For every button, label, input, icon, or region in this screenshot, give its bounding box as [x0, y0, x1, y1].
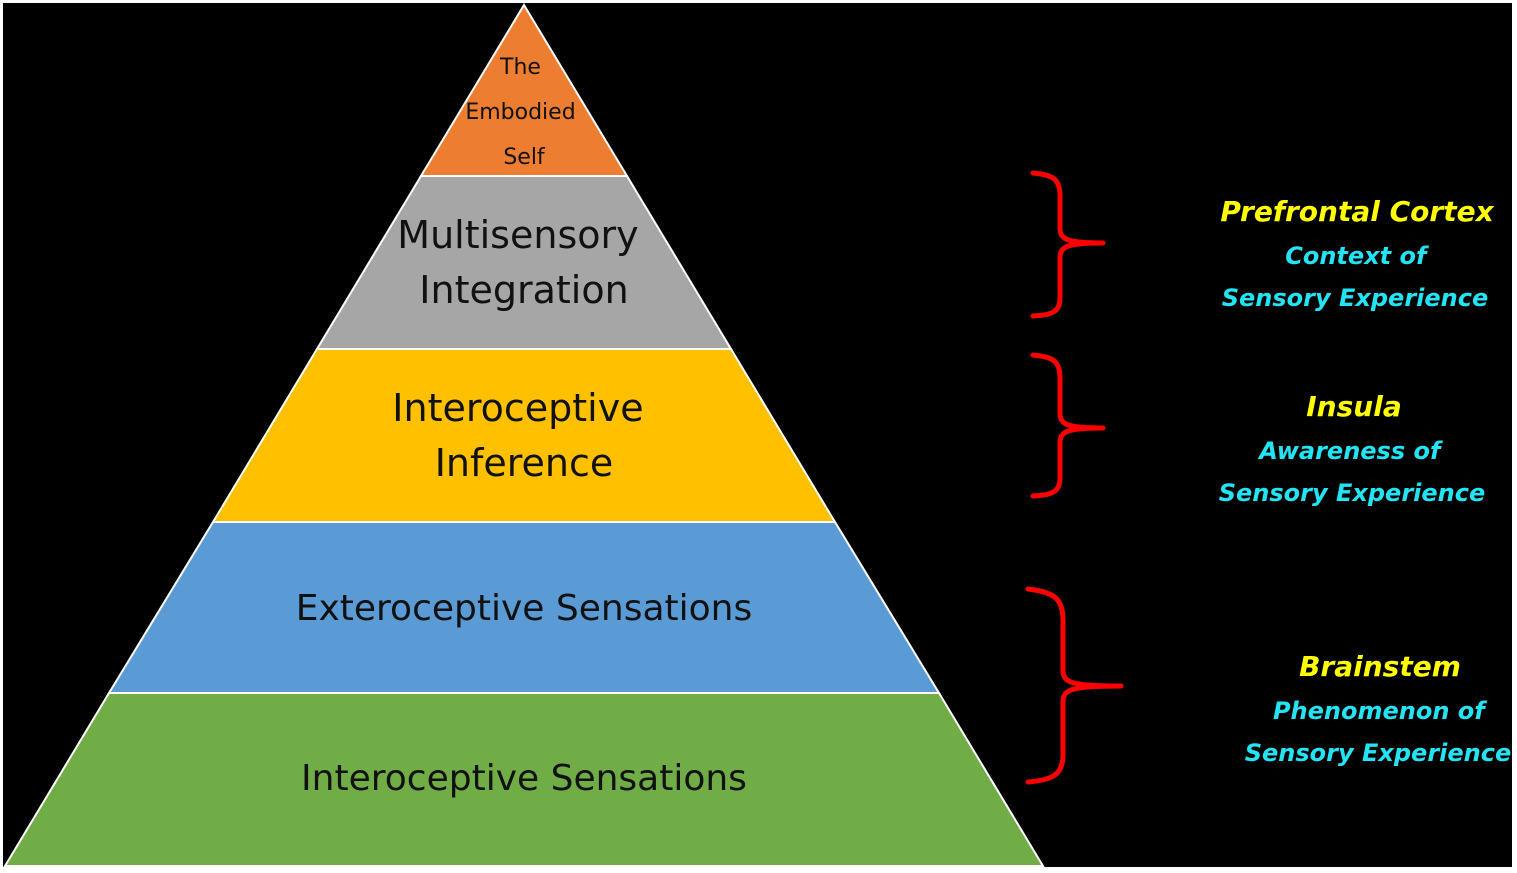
pyramid — [3, 3, 1045, 867]
region-desc-line: Context of — [1285, 242, 1429, 270]
tier-label-line: Inference — [435, 441, 614, 485]
tier-label-line: Integration — [419, 268, 628, 312]
braces — [1025, 170, 1124, 785]
tier-label-line: Self — [503, 145, 546, 170]
region-desc-line: Sensory Experience — [1245, 739, 1512, 767]
brace-prefrontal-cortex — [1030, 170, 1106, 319]
tier-label-embodied-self: The Embodied Self — [465, 55, 582, 170]
region-desc-prefrontal-cortex: Context of Sensory Experience — [1222, 242, 1489, 312]
tier-label-line: Interoceptive Sensations — [301, 758, 747, 799]
region-desc-brainstem: Phenomenon of Sensory Experience — [1245, 697, 1512, 767]
region-title-insula: Insula — [1306, 390, 1401, 423]
region-desc-line: Phenomenon of — [1273, 697, 1487, 725]
tier-label-interoceptive-inference: Interoceptive Inference — [392, 386, 655, 485]
tier-labels: The Embodied Self Multisensory Integrati… — [296, 55, 753, 799]
region-title-prefrontal-cortex: Prefrontal Cortex — [1220, 195, 1494, 228]
tier-interoceptive-inference — [211, 348, 837, 523]
region-desc-line: Sensory Experience — [1222, 284, 1489, 312]
region-annotations: Prefrontal Cortex Context of Sensory Exp… — [1219, 195, 1512, 767]
region-desc-insula: Awareness of Sensory Experience — [1219, 437, 1486, 507]
tier-label-exteroceptive-sensations: Exteroceptive Sensations — [296, 588, 753, 629]
tier-label-line: The — [499, 55, 541, 80]
tier-label-interoceptive-sensations: Interoceptive Sensations — [301, 758, 747, 799]
brace-brainstem — [1025, 586, 1124, 785]
tier-label-multisensory-integration: Multisensory Integration — [397, 213, 650, 312]
region-desc-line: Awareness of — [1257, 437, 1443, 465]
tier-label-line: Multisensory — [397, 213, 638, 257]
tier-label-line: Interoceptive — [392, 386, 643, 430]
tier-label-line: Exteroceptive Sensations — [296, 588, 753, 629]
brace-insula — [1030, 352, 1106, 499]
region-desc-line: Sensory Experience — [1219, 479, 1486, 507]
tier-label-line: Embodied — [465, 100, 575, 125]
region-title-brainstem: Brainstem — [1299, 650, 1461, 683]
tier-interoceptive-sensations — [3, 692, 1045, 867]
